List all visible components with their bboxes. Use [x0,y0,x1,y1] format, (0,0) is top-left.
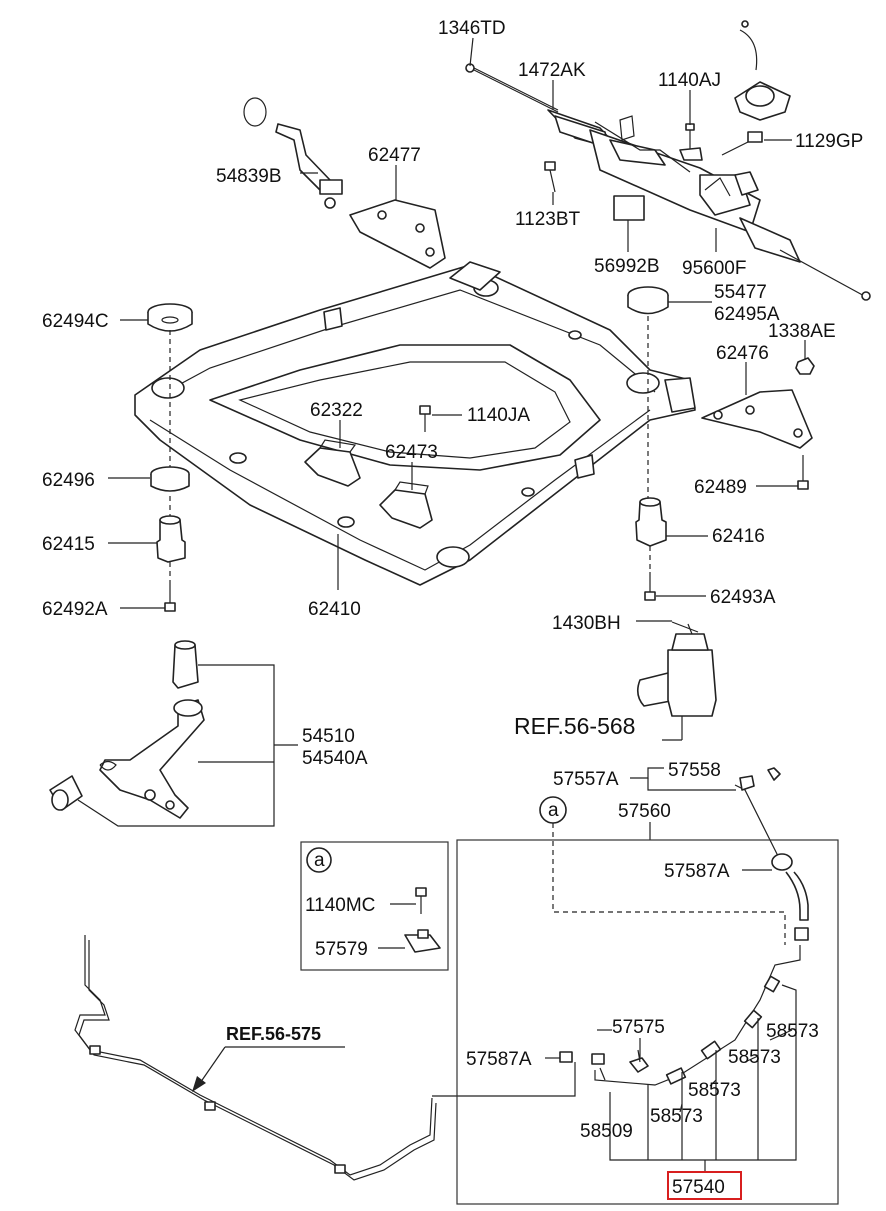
bolt-1140AJ-drawing [679,123,703,161]
mount-62494C-drawing [147,303,193,332]
label-62494C: 62494C [42,311,109,332]
leader-lines [77,37,806,1172]
label-58573-a: 58573 [766,1021,819,1042]
detail-a-marker: a [548,800,559,821]
label-62492A: 62492A [42,599,108,620]
label-62416: 62416 [712,526,765,547]
label-62495A: 62495A [714,304,780,325]
label-62489: 62489 [694,477,747,498]
steering-mount-drawing [734,20,791,121]
return-line-57540-drawing [594,945,801,1086]
inset-a-marker: a [314,850,325,871]
label-1140JA: 1140JA [467,405,530,426]
label-62493A: 62493A [710,587,776,608]
mount-55477-drawing [627,286,669,315]
stabilizer-link-drawing [243,97,343,209]
bolt-62493A-drawing [644,572,656,601]
bolt-1140JA-drawing [419,405,431,432]
label-58509: 58509 [580,1121,633,1142]
label-1140MC: 1140MC [305,895,375,916]
label-62496: 62496 [42,470,95,491]
cap-57587A-top-drawing [771,853,809,941]
label-55477: 55477 [714,282,767,303]
label-57575: 57575 [612,1017,665,1038]
label-57558: 57558 [668,760,721,781]
screw-1140MC-drawing [415,887,427,914]
bushing-62415-drawing [156,515,186,563]
label-57540: 57540 [672,1177,725,1198]
label-95600F: 95600F [682,258,746,279]
bolt-1129GP-drawing [721,131,763,156]
label-57587A-top: 57587A [664,861,730,882]
ref-56-568: REF.56-568 [514,713,635,739]
label-1129GP: 1129GP [795,131,863,152]
label-62410: 62410 [308,599,361,620]
label-1472AK: 1472AK [518,60,586,81]
label-1430BH: 1430BH [552,613,621,634]
pin-1430BH-drawing [671,621,699,633]
label-57560: 57560 [618,801,671,822]
label-54510: 54510 [302,726,355,747]
pipe-57558-drawing [734,767,781,861]
subframe-62410-drawing [134,261,696,586]
label-1338AE: 1338AE [768,321,836,342]
label-62476: 62476 [716,343,769,364]
label-62322: 62322 [310,400,363,421]
label-58573-c: 58573 [688,1080,741,1101]
label-54839B: 54839B [216,166,282,187]
detail-a-marker-circle [539,796,567,824]
fuel-detail-frame [456,839,839,1205]
bolt-62492A-drawing [164,585,176,612]
lower-arm-54510-drawing [49,640,205,819]
bolt-1123BT-drawing [544,161,556,193]
label-1140AJ: 1140AJ [658,70,721,91]
label-57557A: 57557A [553,769,619,790]
label-54540A: 54540A [302,748,368,769]
ref-56-575: REF.56-575 [226,1024,321,1044]
label-58573-d: 58573 [650,1106,703,1127]
label-57579: 57579 [315,939,368,960]
label-62415: 62415 [42,534,95,555]
bushing-62416-drawing [635,497,667,547]
label-58573-b: 58573 [728,1047,781,1068]
label-62473: 62473 [385,442,438,463]
bracket-62477-drawing [349,199,446,269]
label-1346TD: 1346TD [438,18,506,39]
label-62477: 62477 [368,145,421,166]
label-56992B-plate [613,195,645,221]
hose-57587A-lower-drawing [559,1016,605,1065]
ball-joint-drawing [636,623,717,717]
label-57587A-lower: 57587A [466,1049,532,1070]
inset-a-frame [300,841,449,971]
part-57540-highlight [667,1171,742,1200]
mount-62496-drawing [150,466,190,492]
label-1123BT: 1123BT [515,209,581,230]
clip-57579-drawing [404,929,441,953]
label-56992B: 56992B [594,256,660,277]
ref-56-575-line-drawing [74,935,437,1181]
nut-1338AE-drawing [795,357,815,375]
bolt-62489-drawing [797,455,809,490]
inset-a-marker-circle [306,847,332,873]
clip-57575-drawing [629,1049,649,1073]
bracket-62473-drawing [379,481,433,529]
steering-gear-drawing [465,63,871,301]
bracket-62476-drawing [701,389,813,449]
